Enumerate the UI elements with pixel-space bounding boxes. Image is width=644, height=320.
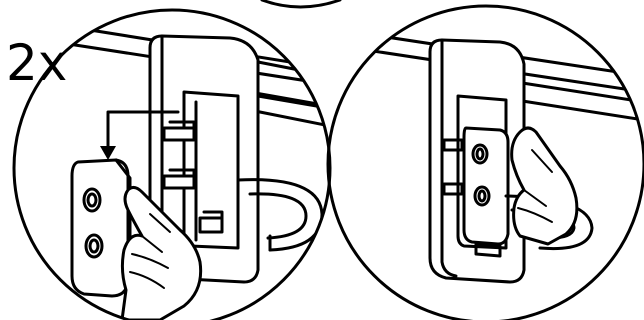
panel-right	[328, 6, 644, 320]
clip-part	[72, 160, 130, 296]
pointing-hand-icon	[512, 128, 577, 244]
top-circle-fragment	[262, 0, 340, 7]
multiplier-label: 2x	[6, 34, 67, 92]
clip-part	[464, 128, 508, 256]
